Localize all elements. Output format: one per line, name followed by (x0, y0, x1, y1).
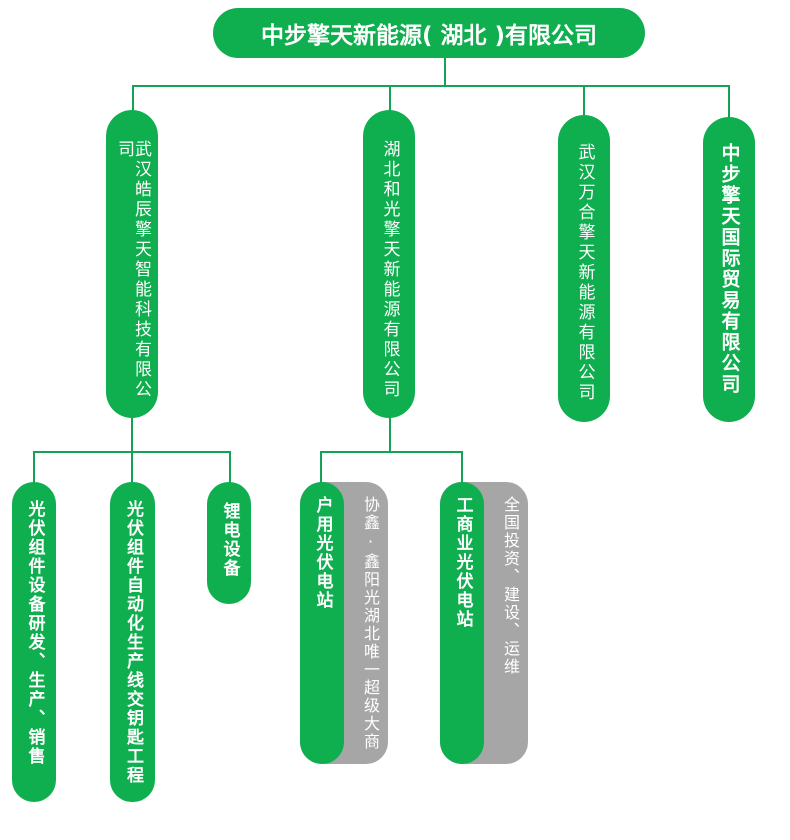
business-node: 光伏组件设备研发、生产、销售 (12, 482, 56, 802)
node-label: 工商业光伏电站 (452, 496, 473, 629)
node-label: 武汉皓辰擎天智能科技有限公司 (114, 140, 151, 400)
subsidiary-node: 中步擎天国际贸易有限公司 (703, 117, 755, 422)
business-node: 锂电设备 (207, 482, 251, 604)
connector (389, 85, 391, 111)
node-label: 锂电设备 (219, 502, 240, 578)
connector (33, 451, 35, 483)
node-label: 武汉万合擎天新能源有限公司 (574, 143, 595, 403)
connector (320, 451, 322, 483)
connector (389, 417, 391, 453)
connector (461, 451, 463, 483)
note-label: 全国投资、建设、运维 (501, 496, 520, 676)
business-node: 工商业光伏电站 (440, 482, 484, 764)
connector (229, 451, 231, 483)
node-label: 户用光伏电站 (312, 496, 333, 610)
connector (132, 85, 730, 87)
business-node: 户用光伏电站 (300, 482, 344, 764)
node-label: 光伏组件设备研发、生产、销售 (24, 500, 45, 766)
connector (583, 85, 585, 116)
business-node: 光伏组件自动化生产线交钥匙工程 (110, 482, 155, 802)
subsidiary-node: 武汉万合擎天新能源有限公司 (558, 115, 610, 422)
connector (131, 417, 133, 453)
node-label: 光伏组件自动化生产线交钥匙工程 (123, 500, 143, 785)
connector (444, 58, 446, 87)
connector (132, 85, 134, 111)
subsidiary-node: 武汉皓辰擎天智能科技有限公司 (106, 110, 158, 418)
node-label: 湖北和光擎天新能源有限公司 (379, 140, 400, 400)
connector (131, 451, 133, 483)
subsidiary-node: 湖北和光擎天新能源有限公司 (363, 110, 415, 418)
note-label: 协鑫·鑫阳光湖北唯一超级大商 (361, 496, 380, 751)
connector (728, 85, 730, 118)
connector (320, 451, 463, 453)
root-company: 中步擎天新能源( 湖北 )有限公司 (213, 8, 645, 58)
node-label: 中步擎天国际贸易有限公司 (718, 143, 741, 395)
